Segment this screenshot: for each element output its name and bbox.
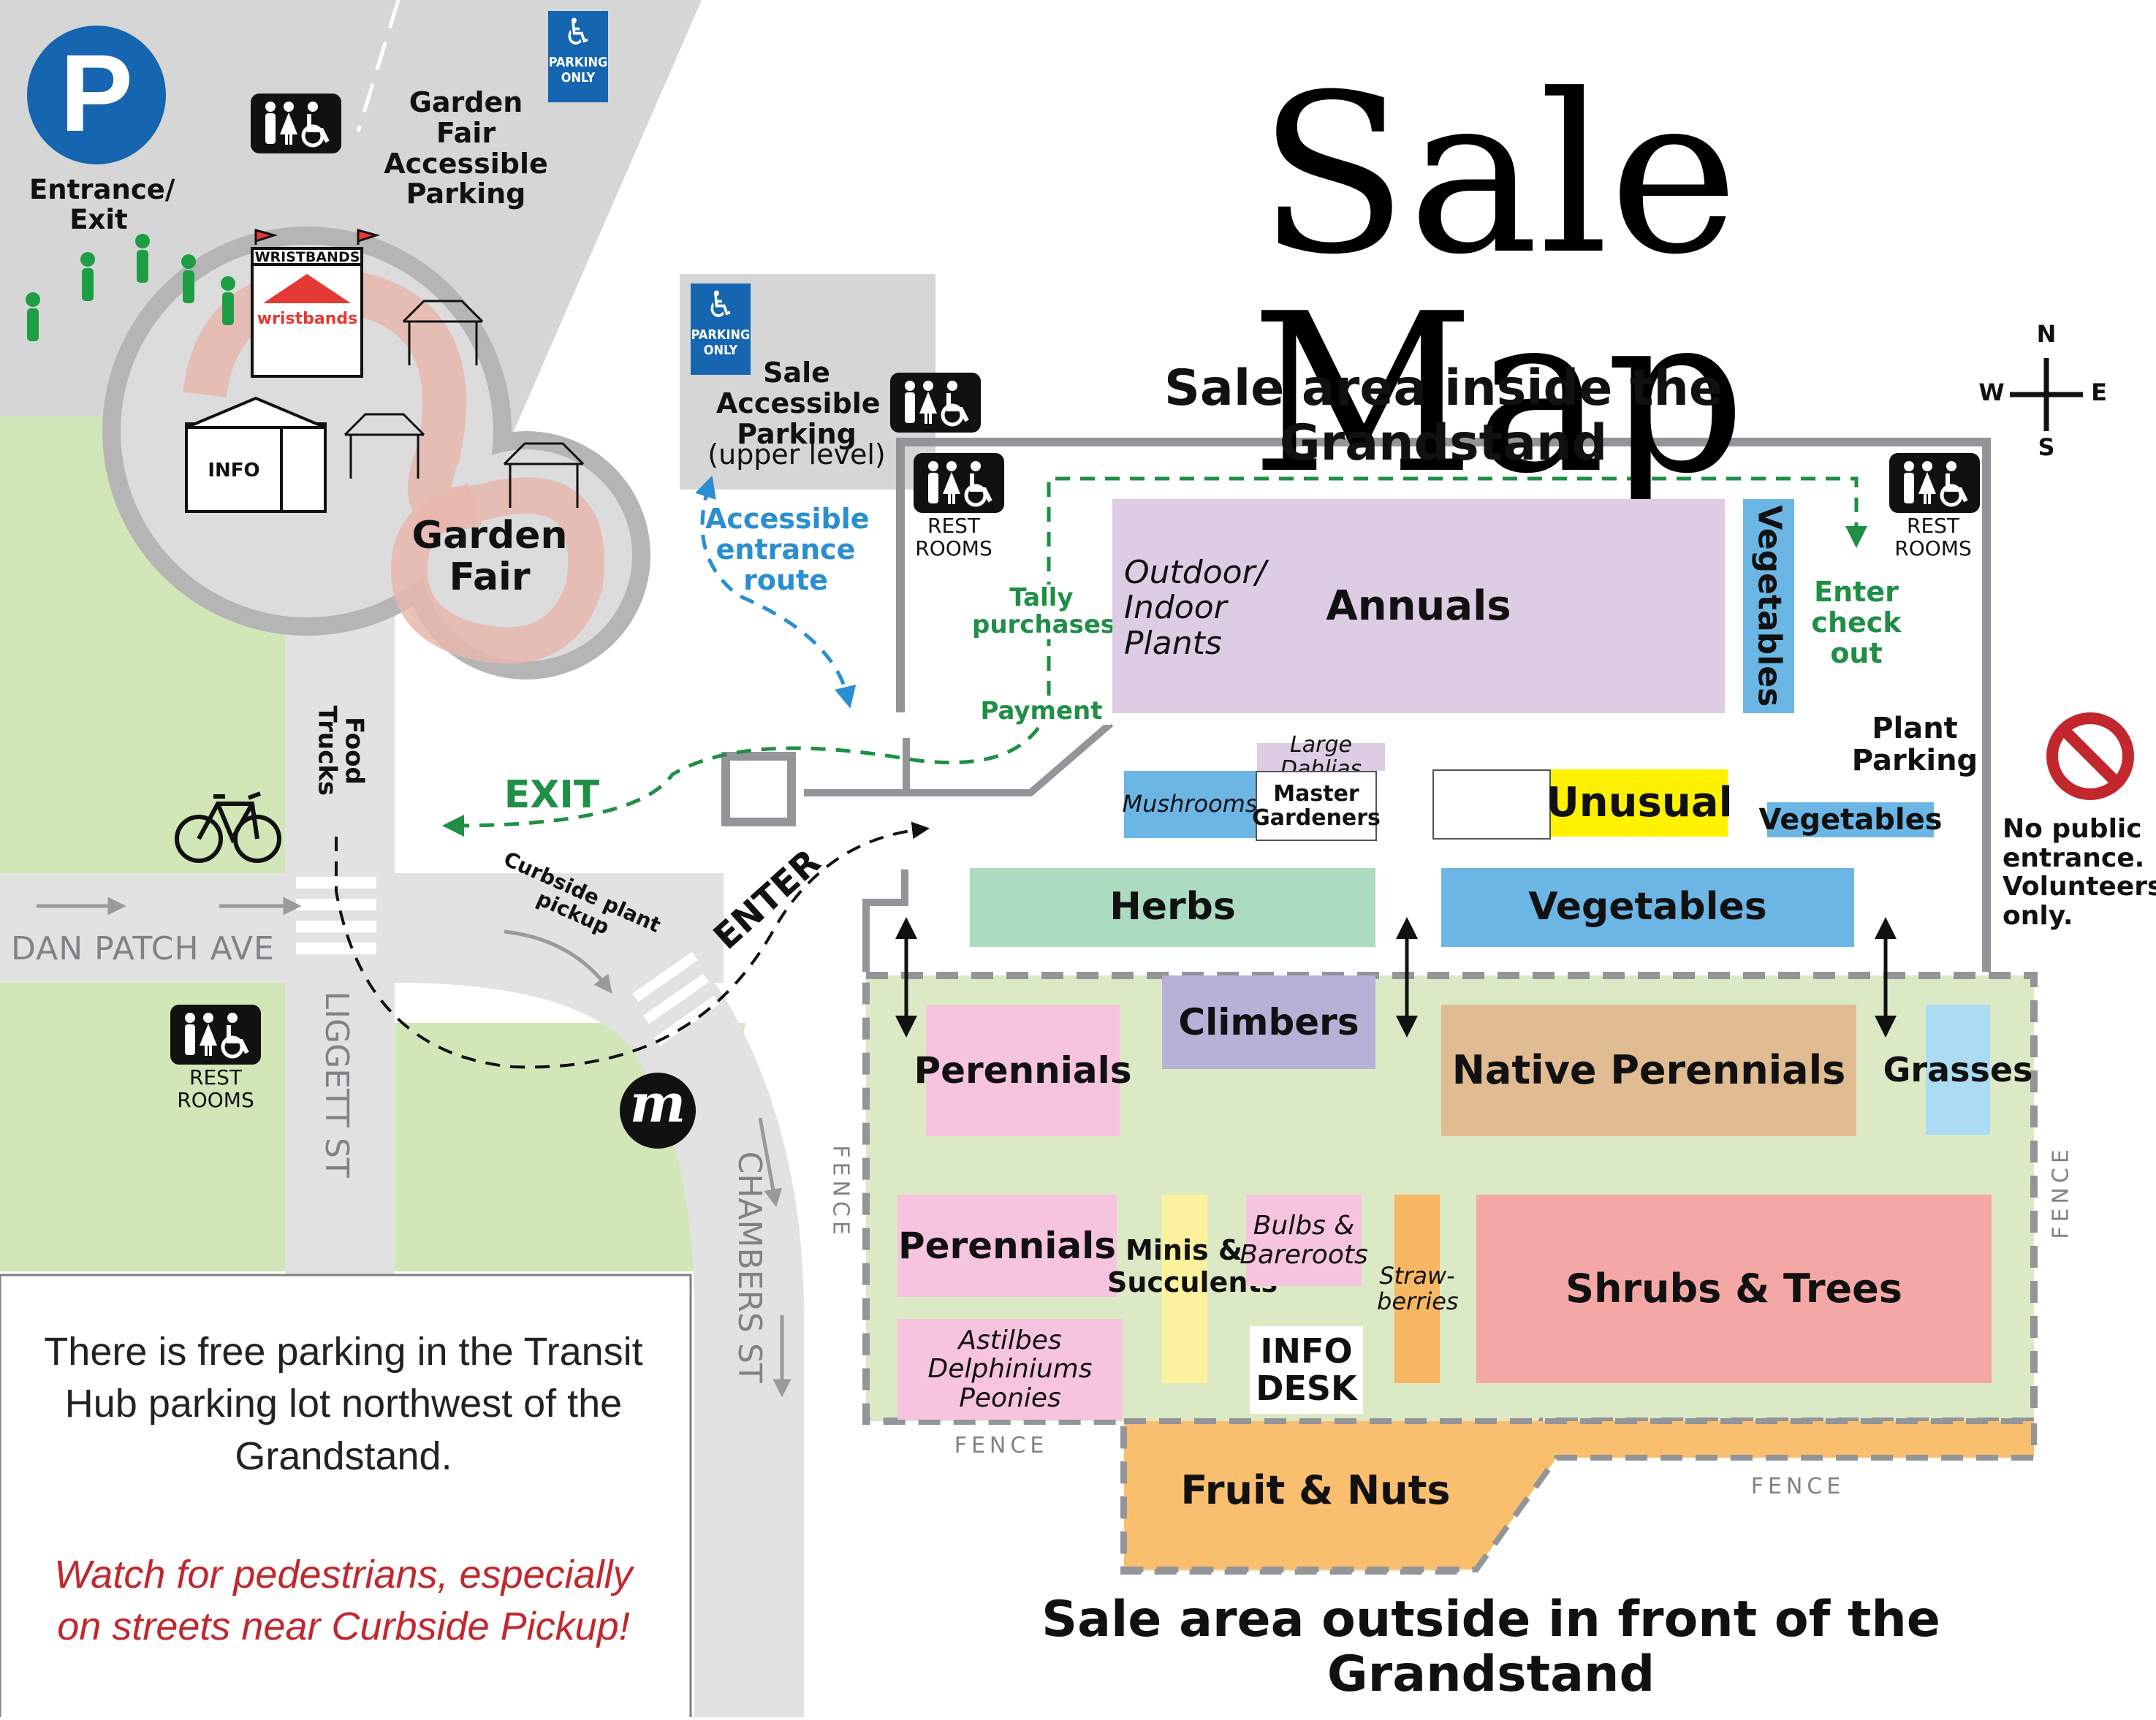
page-title: Sale Map [1250, 47, 1747, 522]
wristbands-tent-label: wristbands [257, 310, 358, 328]
restroom-icon [251, 94, 341, 153]
heading-inside: Sale area inside the Grandstand [1164, 359, 1723, 472]
outdoor-indoor-plants-label: Outdoor/ Indoor Plants [1124, 554, 1267, 662]
strawberries-area: Straw- berries [1377, 1195, 1459, 1383]
compass-w: W [1978, 378, 2005, 406]
native-perennials-area: Native Perennials [1441, 1005, 1856, 1136]
restroom-icon [890, 373, 981, 433]
fruit-nuts-area: Fruit & Nuts [1180, 1467, 1451, 1514]
mushrooms-area: Mushrooms [1123, 771, 1258, 838]
vegetables-small-area: Vegetables [1758, 802, 1943, 837]
accessible-parking-sign: ♿ PARKING ONLY [691, 284, 751, 375]
large-dahlias-area: Large Dahlias [1257, 733, 1385, 781]
wheelchair-icon: ♿ [563, 11, 593, 53]
garden-fair-accessible-parking-label: Garden Fair Accessible Parking [384, 86, 548, 210]
fence-label: FENCE [954, 1433, 1049, 1458]
wristbands-sign: WRISTBANDS [254, 249, 360, 265]
transit-logo: m [629, 1072, 686, 1134]
astilbes-area: Astilbes Delphiniums Peonies [897, 1319, 1123, 1420]
accessible-parking-sign: ♿ PARKING ONLY [548, 11, 608, 102]
perennials-top-area: Perennials [914, 1005, 1132, 1136]
compass-n: N [2036, 320, 2057, 348]
no-public-entrance-label: No public entrance. Volunteers only. [2003, 814, 2156, 931]
chambers-road [395, 873, 804, 1717]
payment-label: Payment [972, 697, 1111, 726]
exit-label: EXIT [504, 773, 600, 817]
parking-symbol: P [59, 31, 134, 154]
plant-parking-label: Plant Parking [1851, 712, 1978, 777]
tally-purchases-label: Tally purchases [972, 583, 1116, 640]
blank-area [1432, 769, 1551, 840]
compass-e: E [2091, 378, 2107, 406]
bulbs-bareroots-area: Bulbs & Bareroots [1240, 1195, 1368, 1286]
free-parking-note: There is free parking in the Transit Hub… [44, 1330, 643, 1478]
climbers-area: Climbers [1162, 975, 1375, 1069]
vegetables-large-area: Vegetables [1441, 868, 1854, 947]
minis-strip [1162, 1195, 1207, 1383]
restroom-icon [1889, 453, 1980, 513]
dan-patch-ave-label: DAN PATCH AVE [11, 930, 275, 967]
entrance-exit-label: Entrance/ Exit [29, 174, 175, 235]
grasses-area: Grasses [1883, 1005, 2032, 1135]
restroom-icon [914, 453, 1004, 513]
perennials-bottom-area: Perennials [897, 1195, 1117, 1297]
wheelchair-icon: ♿ [705, 284, 736, 326]
sale-accessible-parking-label: Sale Accessible Parking [716, 357, 881, 450]
vegetables-vertical-area: Vegetables [1743, 499, 1794, 713]
master-gardeners-area: Master Gardeners [1252, 771, 1381, 841]
upper-level-label: (upper level) [707, 438, 886, 471]
heading-outside: Sale area outside in front of the Grands… [1041, 1591, 1940, 1703]
info-tent-label: INFO [208, 460, 260, 482]
compass-s: S [2038, 433, 2055, 461]
herbs-area: Herbs [970, 868, 1375, 947]
pedestrian-warning: Watch for pedestrians, especially on str… [54, 1553, 633, 1649]
info-desk: INFO DESK [1250, 1326, 1363, 1414]
unusual-area: Unusual [1546, 769, 1733, 837]
restroom-icon [170, 1005, 261, 1065]
shrubs-trees-area: Shrubs & Trees [1476, 1195, 1992, 1383]
garden-fair-label: Garden Fair [411, 514, 568, 600]
accessible-entrance-route-label: Accessible entrance route [705, 503, 870, 596]
enter-checkout-label: Enter check out [1811, 576, 1902, 669]
fence-label: FENCE [1750, 1474, 1845, 1499]
annuals-area: Annuals [1112, 499, 1725, 713]
